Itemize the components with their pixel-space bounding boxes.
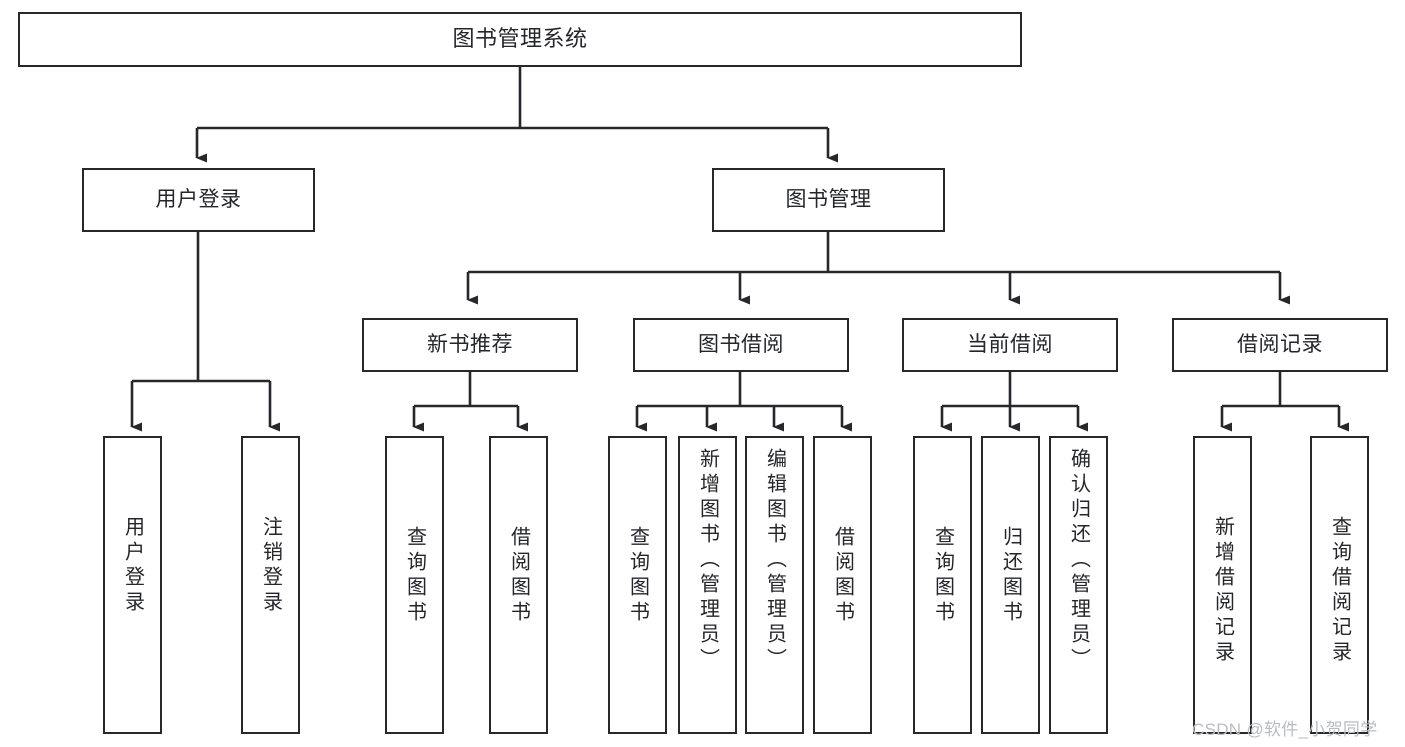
leaf-user-logout[interactable]: 注销登录 <box>241 436 300 734</box>
node-book-management[interactable]: 图书管理 <box>712 168 945 232</box>
leaf-add-book-admin[interactable]: 新增图书（管理员） <box>678 436 737 734</box>
node-label: 新书推荐 <box>427 333 513 357</box>
leaf-add-borrow-record[interactable]: 新增借阅记录 <box>1193 436 1252 734</box>
node-current-borrow[interactable]: 当前借阅 <box>902 318 1118 372</box>
node-borrow-record[interactable]: 借阅记录 <box>1172 318 1388 372</box>
node-label: 借阅记录 <box>1237 333 1323 357</box>
watermark-text: CSDN @软件_小贺同学 <box>1192 720 1378 739</box>
node-label: 用户登录 <box>121 516 144 616</box>
node-label: 编辑图书（管理员） <box>763 448 786 673</box>
node-label: 新增借阅记录 <box>1211 516 1234 666</box>
leaf-query-book-recommend[interactable]: 查询图书 <box>385 436 444 734</box>
leaf-query-book-current[interactable]: 查询图书 <box>913 436 972 734</box>
node-user-login[interactable]: 用户登录 <box>82 168 315 232</box>
node-label: 当前借阅 <box>967 333 1053 357</box>
node-label: 查询借阅记录 <box>1328 516 1351 666</box>
node-label: 查询图书 <box>626 526 649 626</box>
node-label: 图书管理系统 <box>452 26 588 52</box>
node-label: 借阅图书 <box>507 526 530 626</box>
leaf-confirm-return-admin[interactable]: 确认归还（管理员） <box>1049 436 1108 734</box>
node-label: 查询图书 <box>931 526 954 626</box>
node-label: 新增图书（管理员） <box>696 448 719 673</box>
leaf-edit-book-admin[interactable]: 编辑图书（管理员） <box>745 436 804 734</box>
leaf-query-book-borrow[interactable]: 查询图书 <box>608 436 667 734</box>
node-new-book-recommend[interactable]: 新书推荐 <box>362 318 578 372</box>
node-label: 查询图书 <box>403 526 426 626</box>
node-label: 图书管理 <box>785 188 872 212</box>
leaf-borrow-book-recommend[interactable]: 借阅图书 <box>489 436 548 734</box>
leaf-user-login[interactable]: 用户登录 <box>103 436 162 734</box>
node-root-system[interactable]: 图书管理系统 <box>18 12 1022 67</box>
leaf-query-borrow-record[interactable]: 查询借阅记录 <box>1310 436 1369 734</box>
node-label: 注销登录 <box>259 516 282 616</box>
leaf-borrow-book[interactable]: 借阅图书 <box>813 436 872 734</box>
node-label: 借阅图书 <box>831 526 854 626</box>
node-label: 归还图书 <box>999 526 1022 626</box>
node-label: 图书借阅 <box>698 333 784 357</box>
leaf-return-book[interactable]: 归还图书 <box>981 436 1040 734</box>
node-label: 用户登录 <box>155 188 242 212</box>
node-book-borrow[interactable]: 图书借阅 <box>633 318 849 372</box>
node-label: 确认归还（管理员） <box>1067 448 1090 673</box>
